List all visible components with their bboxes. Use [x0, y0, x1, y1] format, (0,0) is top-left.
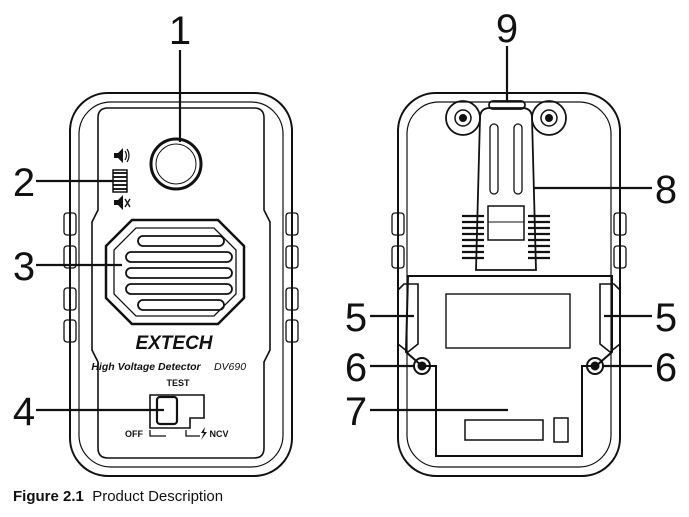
flash-icon — [201, 427, 207, 440]
callout-5-left: 5 — [345, 296, 367, 340]
callout-6-left: 6 — [345, 346, 367, 390]
brand-logo: EXTECH — [135, 333, 213, 354]
callout-5-right: 5 — [655, 296, 677, 340]
speaker-mute-icon — [114, 195, 131, 210]
model-number: DV690 — [214, 361, 246, 373]
battery-cover — [404, 275, 613, 457]
figure-title: Product Description — [92, 488, 224, 505]
sound-switch — [112, 169, 128, 193]
grille-slots — [125, 235, 233, 311]
callout-1: 1 — [169, 9, 191, 53]
mode-switch-slot — [149, 394, 205, 429]
callout-4: 4 — [13, 390, 35, 434]
front-face-panel — [91, 107, 271, 459]
cover-latch-right — [599, 283, 621, 354]
callout-8: 8 — [655, 168, 677, 212]
switch-ncv-label: NCV — [209, 429, 228, 439]
callout-2: 2 — [13, 161, 35, 205]
front-view — [63, 92, 299, 477]
belt-clip — [475, 107, 537, 271]
speaker-on-icon — [114, 148, 130, 163]
beeper-grille — [104, 218, 246, 326]
cover-latch-left — [397, 283, 419, 354]
callout-leaders — [36, 46, 652, 412]
right-grip — [285, 212, 299, 343]
cover-label — [464, 419, 544, 441]
back-view — [391, 92, 627, 477]
led-indicator — [149, 137, 203, 191]
figure-caption: Figure 2.1 Product Description — [13, 488, 223, 505]
callout-6-right: 6 — [655, 346, 677, 390]
switch-off-label: OFF — [125, 429, 143, 439]
back-grips — [391, 212, 627, 269]
cover-recess — [445, 293, 571, 349]
product-name: High Voltage Detector — [91, 361, 201, 373]
left-grip — [63, 212, 77, 343]
figure-label: Figure 2.1 — [13, 488, 84, 505]
callout-3: 3 — [13, 245, 35, 289]
callout-7: 7 — [345, 390, 367, 434]
clip-ribs — [462, 214, 550, 260]
callout-9: 9 — [496, 7, 518, 51]
switch-test-label: TEST — [166, 378, 190, 388]
back-housing — [397, 92, 621, 477]
